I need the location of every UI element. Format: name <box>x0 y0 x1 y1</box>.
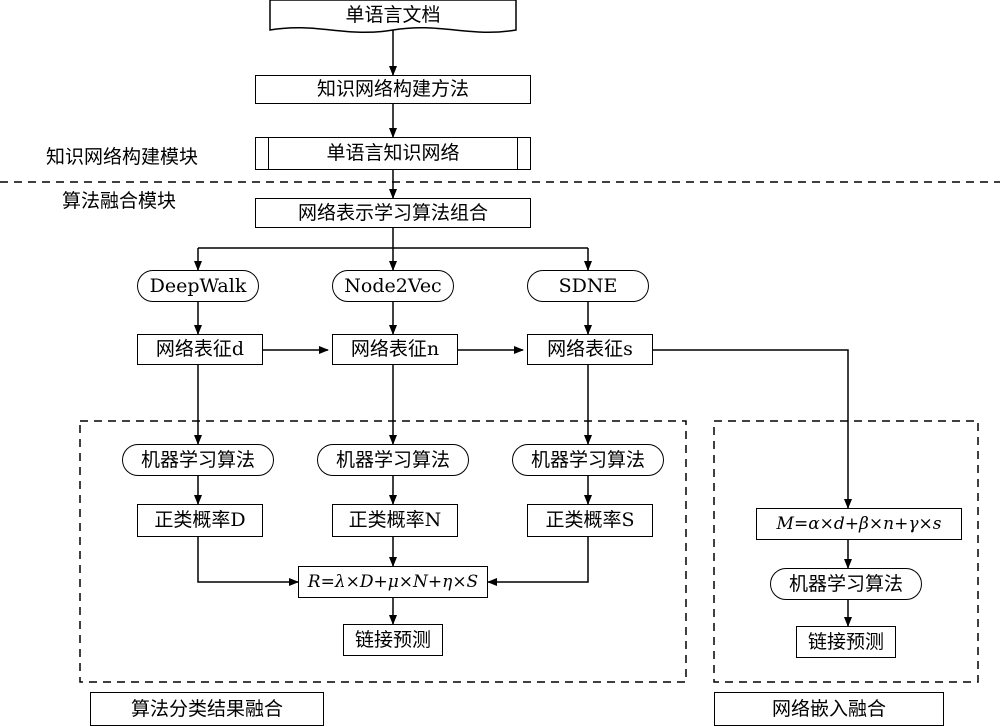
embedding-fusion-caption: 网络嵌入融合 <box>714 692 944 726</box>
ml-algorithm-s-node: 机器学习算法 <box>512 444 664 476</box>
ml-algorithm-d-node: 机器学习算法 <box>122 444 274 476</box>
sdne-node: SDNE <box>527 270 649 302</box>
classification-fusion-caption: 算法分类结果融合 <box>90 692 324 726</box>
algorithm-combination-node: 网络表示学习算法组合 <box>255 198 531 228</box>
embedding-link-prediction-node: 链接预测 <box>796 626 896 658</box>
algorithm-module-label: 算法融合模块 <box>62 190 177 212</box>
probability-n-node: 正类概率N <box>332 504 458 537</box>
representation-s-node: 网络表征s <box>527 334 653 365</box>
knowledge-network-label: 单语言知识网络 <box>326 142 460 164</box>
classification-fusion-formula: R=λ×D+μ×N+η×S <box>298 566 488 598</box>
representation-n-node: 网络表征n <box>332 334 458 365</box>
embedding-fusion-region <box>713 420 979 683</box>
probability-s-node: 正类概率S <box>527 504 653 537</box>
knowledge-module-label: 知识网络构建模块 <box>46 146 199 168</box>
link-prediction-node: 链接预测 <box>343 624 443 656</box>
construction-method-node: 知识网络构建方法 <box>255 75 531 104</box>
deepwalk-node: DeepWalk <box>137 270 259 302</box>
classification-fusion-formula-text: R=λ×D+μ×N+η×S <box>307 571 479 592</box>
classification-fusion-region <box>79 420 687 683</box>
representation-d-node: 网络表征d <box>137 334 263 365</box>
probability-d-node: 正类概率D <box>137 504 263 537</box>
document-node: 单语言文档 <box>345 3 441 26</box>
embedding-fusion-formula: M=α×d+β×n+γ×s <box>756 508 962 540</box>
ml-algorithm-n-node: 机器学习算法 <box>317 444 469 476</box>
ml-algorithm-embedding-node: 机器学习算法 <box>770 568 922 600</box>
embedding-fusion-formula-text: M=α×d+β×n+γ×s <box>776 513 942 534</box>
node2vec-node: Node2Vec <box>332 270 454 302</box>
knowledge-network-node: 单语言知识网络 <box>255 137 531 170</box>
document-shape <box>269 0 517 33</box>
